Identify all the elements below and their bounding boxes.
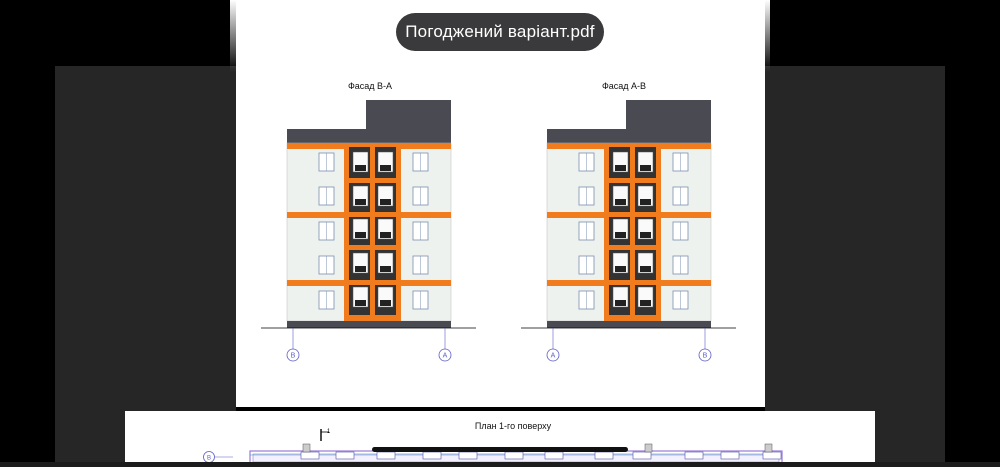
axis-left-marker bbox=[546, 348, 560, 362]
axis-right-marker bbox=[438, 348, 452, 362]
pdf-page-floor-plan[interactable]: План 1-го поверху 1 В bbox=[125, 411, 875, 464]
plan-window bbox=[684, 451, 704, 460]
ac-unit bbox=[615, 165, 626, 171]
plinth bbox=[547, 321, 711, 328]
ac-unit bbox=[615, 300, 626, 306]
axis-left-label: А bbox=[551, 353, 556, 360]
plan-column bbox=[302, 443, 311, 453]
plan-window bbox=[632, 451, 652, 460]
axis-left-marker bbox=[286, 348, 300, 362]
plan-window bbox=[720, 451, 740, 460]
plan-window bbox=[504, 451, 524, 460]
ac-unit bbox=[380, 165, 391, 171]
ac-unit bbox=[640, 199, 651, 205]
plan-column bbox=[644, 443, 653, 453]
axis-right-label: В bbox=[703, 353, 708, 360]
loggia-slab bbox=[606, 245, 659, 250]
axis-marker-label: В bbox=[207, 456, 211, 462]
stair-tower bbox=[366, 100, 451, 130]
ac-unit bbox=[355, 266, 366, 272]
viewer-margin-right bbox=[765, 66, 945, 462]
ac-unit bbox=[640, 165, 651, 171]
floor-band bbox=[547, 143, 607, 149]
floor-band bbox=[287, 143, 347, 149]
loggia-slab bbox=[346, 245, 399, 250]
section-mark-label: 1 bbox=[327, 429, 331, 435]
loggia-slab bbox=[346, 280, 399, 285]
plan-window bbox=[376, 451, 396, 460]
floor-band bbox=[658, 280, 711, 286]
floor-band bbox=[398, 143, 451, 149]
ac-unit bbox=[355, 165, 366, 171]
floor-band bbox=[547, 212, 607, 218]
ac-unit bbox=[355, 199, 366, 205]
plan-window bbox=[544, 451, 564, 460]
loggia-slab bbox=[606, 212, 659, 217]
floor-plan-title: План 1-го поверху bbox=[475, 421, 552, 431]
ac-unit bbox=[615, 199, 626, 205]
plan-window bbox=[762, 451, 782, 460]
floor-band bbox=[398, 212, 451, 218]
ac-unit bbox=[355, 232, 366, 238]
axis-right-marker bbox=[698, 348, 712, 362]
floor-band bbox=[658, 143, 711, 149]
plan-window bbox=[458, 451, 478, 460]
ac-unit bbox=[355, 300, 366, 306]
axis-left-label: В bbox=[291, 353, 296, 360]
floor-band bbox=[398, 280, 451, 286]
loggia-slab bbox=[606, 178, 659, 183]
plinth bbox=[287, 321, 451, 328]
plan-window bbox=[300, 451, 320, 460]
loggia-slab bbox=[346, 212, 399, 217]
ac-unit bbox=[380, 300, 391, 306]
loggia-divider bbox=[630, 147, 635, 315]
plan-window bbox=[594, 451, 614, 460]
floor-plan-drawing: План 1-го поверху 1 В bbox=[203, 421, 783, 464]
plan-window bbox=[422, 451, 442, 460]
roof-parapet bbox=[547, 129, 711, 143]
home-indicator[interactable] bbox=[372, 447, 628, 452]
ac-unit bbox=[380, 266, 391, 272]
loggia-slab bbox=[606, 280, 659, 285]
facade-title-left: Фасад В-А bbox=[348, 81, 392, 91]
ac-unit bbox=[615, 266, 626, 272]
ac-unit bbox=[615, 232, 626, 238]
document-title-pill[interactable]: Погоджений варіант.pdf bbox=[396, 13, 604, 51]
floor-band bbox=[287, 212, 347, 218]
stair-tower bbox=[626, 100, 711, 130]
viewer-margin-left bbox=[55, 66, 236, 462]
ac-unit bbox=[640, 300, 651, 306]
roof-parapet bbox=[287, 129, 451, 143]
loggia-slab bbox=[346, 178, 399, 183]
plan-column bbox=[764, 443, 773, 453]
ac-unit bbox=[640, 266, 651, 272]
floor-plan-details bbox=[300, 443, 782, 460]
floor-band bbox=[547, 280, 607, 286]
axis-right-label: А bbox=[443, 353, 448, 360]
loggia-divider bbox=[370, 147, 375, 315]
ac-unit bbox=[380, 232, 391, 238]
ac-unit bbox=[640, 232, 651, 238]
floor-band bbox=[658, 212, 711, 218]
facade-title-right: Фасад А-В bbox=[602, 81, 646, 91]
plan-window bbox=[335, 451, 355, 460]
ac-unit bbox=[380, 199, 391, 205]
floor-band bbox=[287, 280, 347, 286]
